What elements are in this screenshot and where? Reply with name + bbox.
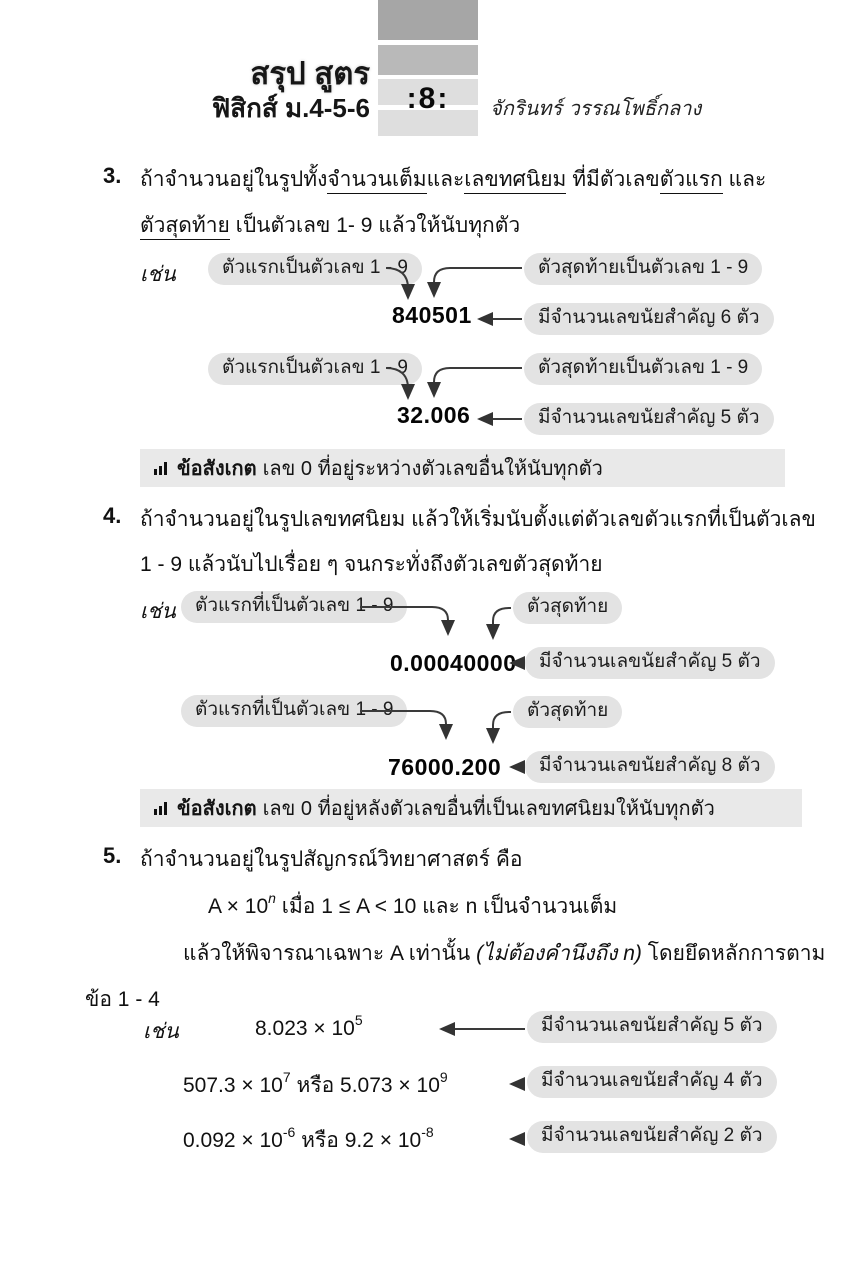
text: 8.023 × 10 [255, 1017, 355, 1040]
section-4-number: 4. [103, 503, 122, 528]
bars-icon [154, 461, 167, 475]
note-text: เลข 0 ที่อยู่ระหว่างตัวเลขอื่นให้นับทุกต… [262, 458, 603, 480]
underlined-term: เลขทศนิยม [464, 168, 567, 194]
last-digit-callout: ตัวสุดท้ายเป็นตัวเลข 1 - 9 [524, 253, 763, 285]
text: โดยยึดหลักการตาม [641, 942, 826, 965]
text: และ [426, 168, 465, 191]
example-number: 840501 [392, 302, 472, 328]
sigfig-callout: มีจำนวนเลขนัยสำคัญ 8 ตัว [525, 751, 775, 783]
first-digit-callout: ตัวแรกเป็นตัวเลข 1 - 9 [208, 353, 422, 385]
section-5-line4: ข้อ 1 - 4 [85, 988, 160, 1011]
text: เป็นตัวเลข 1- 9 แล้วให้นับทุกตัว [229, 214, 521, 237]
text: หรือ 9.2 × 10 [295, 1129, 422, 1152]
note-band: ข้อสังเกต เลข 0 ที่อยู่ระหว่างตัวเลขอื่น… [140, 449, 785, 487]
section-5-line3: แล้วให้พิจารณาเฉพาะ A เท่านั้น (ไม่ต้องค… [183, 937, 825, 970]
last-digit-callout: ตัวสุดท้าย [513, 592, 623, 624]
note-band: ข้อสังเกต เลข 0 ที่อยู่หลังตัวเลขอื่นที่… [140, 789, 802, 827]
italic-note: (ไม่ต้องคำนึงถึง n) [476, 942, 642, 965]
example-label: เช่น [140, 600, 176, 623]
example-label: เช่น [143, 1020, 179, 1043]
section-3-line2: ตัวสุดท้าย เป็นตัวเลข 1- 9 แล้วให้นับทุก… [140, 209, 520, 242]
sigfig-callout: มีจำนวนเลขนัยสำคัญ 6 ตัว [524, 303, 774, 335]
sigfig-callout: มีจำนวนเลขนัยสำคัญ 4 ตัว [527, 1066, 777, 1098]
example-number: 32.006 [397, 402, 471, 428]
sci-expression: 8.023 × 105 [255, 1012, 363, 1041]
header-bar-1 [378, 0, 478, 40]
section-5-number: 5. [103, 843, 122, 868]
note-text: เลข 0 ที่อยู่หลังตัวเลขอื่นที่เป็นเลขทศน… [262, 798, 715, 820]
text: ที่มีตัวเลข [566, 168, 660, 191]
note-label: ข้อสังเกต [177, 798, 257, 820]
scientific-notation-formula: A × 10n เมื่อ 1 ≤ A < 10 และ n เป็นจำนวน… [208, 890, 617, 923]
header-bar-2 [378, 45, 478, 75]
book-title: สรุป สูตร ฟิสิกส์ ม.4-5-6 [100, 56, 370, 123]
header-bar-4 [378, 110, 478, 136]
first-digit-callout: ตัวแรกเป็นตัวเลข 1 - 9 [208, 253, 422, 285]
exponent: 7 [282, 1069, 291, 1085]
page-number: :8: [406, 82, 450, 115]
section-4-line2: 1 - 9 แล้วนับไปเรื่อย ๆ จนกระทั่งถึงตัวเ… [140, 553, 603, 576]
section-4-line1: ถ้าจำนวนอยู่ในรูปเลขทศนิยม แล้วให้เริ่มน… [140, 508, 816, 531]
author-name: จักรินทร์ วรรณโพธิ์กลาง [490, 96, 702, 120]
exponent: 5 [354, 1012, 363, 1028]
last-digit-callout: ตัวสุดท้ายเป็นตัวเลข 1 - 9 [524, 353, 763, 385]
exponent: 9 [439, 1069, 448, 1085]
note-label: ข้อสังเกต [177, 458, 257, 480]
underlined-term: ตัวแรก [659, 168, 723, 194]
formula-base: A × 10 [208, 895, 269, 918]
example-number: 0.00040000 [390, 650, 517, 676]
section-3-number: 3. [103, 163, 122, 188]
example-number: 76000.200 [388, 754, 502, 780]
book-title-line1: สรุป สูตร [250, 56, 370, 91]
sigfig-callout: มีจำนวนเลขนัยสำคัญ 5 ตัว [527, 1011, 777, 1043]
sigfig-callout: มีจำนวนเลขนัยสำคัญ 5 ตัว [524, 403, 774, 435]
exponent: -6 [282, 1124, 296, 1140]
first-digit-callout: ตัวแรกที่เป็นตัวเลข 1 - 9 [181, 695, 408, 727]
formula-exponent: n [268, 890, 276, 906]
header-bar-3 [378, 79, 478, 105]
example-label: เช่น [140, 263, 176, 286]
text: และ [722, 168, 767, 191]
section-5-line1: ถ้าจำนวนอยู่ในรูปสัญกรณ์วิทยาศาสตร์ คือ [140, 848, 523, 871]
underlined-term: ตัวสุดท้าย [140, 214, 230, 240]
bars-icon [154, 801, 167, 815]
exponent: -8 [421, 1124, 434, 1140]
section-3-line1: ถ้าจำนวนอยู่ในรูปทั้งจำนวนเต็มและเลขทศนิ… [140, 163, 766, 196]
sci-expression: 507.3 × 107 หรือ 5.073 × 109 [183, 1069, 448, 1102]
sigfig-callout: มีจำนวนเลขนัยสำคัญ 2 ตัว [527, 1121, 777, 1153]
text: ถ้าจำนวนอยู่ในรูปทั้ง [140, 168, 328, 191]
text: 507.3 × 10 [183, 1074, 283, 1097]
text: 0.092 × 10 [183, 1129, 283, 1152]
sci-expression: 0.092 × 10-6 หรือ 9.2 × 10-8 [183, 1124, 434, 1157]
last-digit-callout: ตัวสุดท้าย [513, 696, 623, 728]
sigfig-callout: มีจำนวนเลขนัยสำคัญ 5 ตัว [525, 647, 775, 679]
text: หรือ 5.073 × 10 [290, 1074, 440, 1097]
text: แล้วให้พิจารณาเฉพาะ A เท่านั้น [183, 942, 477, 965]
underlined-term: จำนวนเต็ม [327, 168, 427, 194]
first-digit-callout: ตัวแรกที่เป็นตัวเลข 1 - 9 [181, 591, 408, 623]
book-title-line2: ฟิสิกส์ ม.4-5-6 [211, 92, 370, 123]
formula-rest: เมื่อ 1 ≤ A < 10 และ n เป็นจำนวนเต็ม [275, 895, 618, 918]
